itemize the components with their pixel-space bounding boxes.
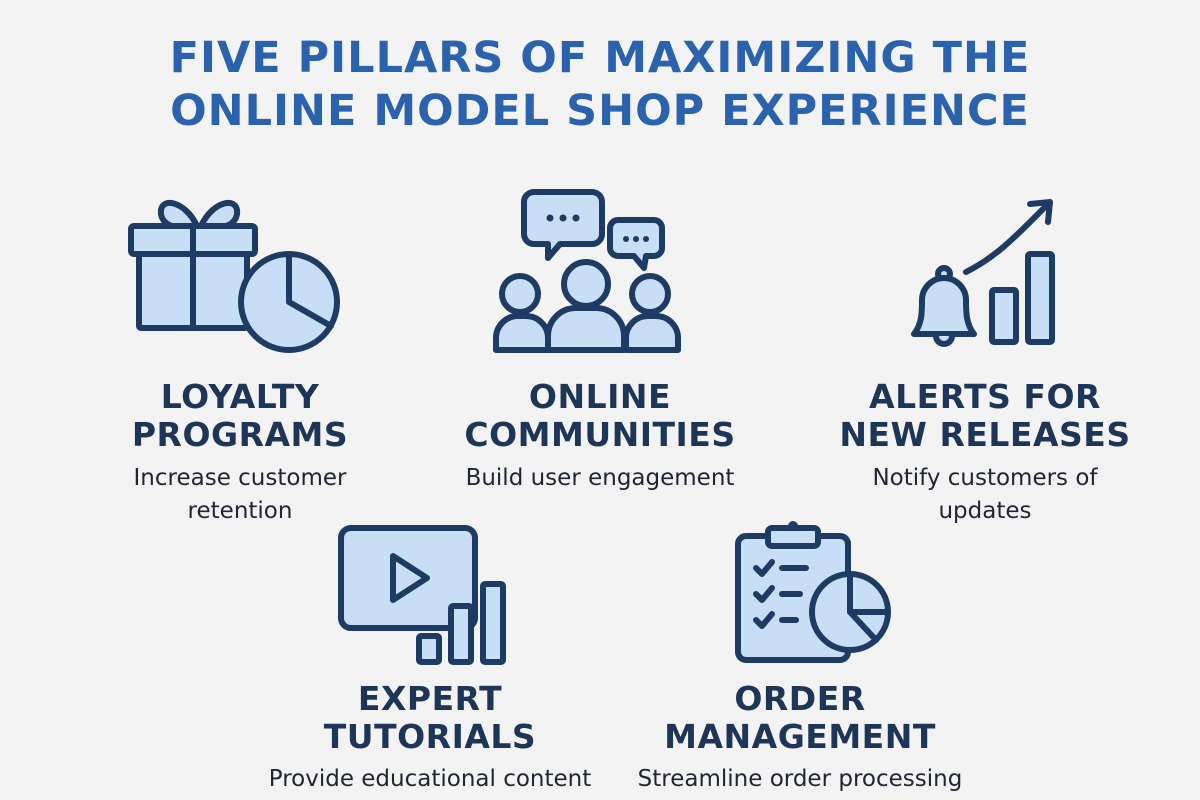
- pillar-heading: EXPERT TUTORIALS: [250, 680, 610, 756]
- title-line-1: FIVE PILLARS OF MAXIMIZING THE: [169, 33, 1031, 83]
- bell-growth-chart-icon: [911, 199, 1055, 347]
- heading-line-1: ONLINE: [528, 377, 672, 416]
- pillar-description: Notify customers of updates: [815, 462, 1155, 528]
- pillar-description: Provide educational content: [250, 763, 610, 796]
- pillar-online-communities: ONLINE COMMUNITIES Build user engagement: [430, 180, 770, 540]
- pillar-heading: ALERTS FOR NEW RELEASES: [815, 378, 1155, 454]
- heading-line-1: EXPERT: [357, 679, 503, 718]
- heading-line-1: ALERTS FOR: [869, 377, 1101, 416]
- desc-line-1: Notify customers of: [872, 465, 1098, 491]
- clipboard-checklist-pie-icon: [735, 521, 891, 663]
- page-title: FIVE PILLARS OF MAXIMIZING THE ONLINE MO…: [0, 32, 1200, 138]
- community-chat-icon: [493, 189, 681, 353]
- gift-pie-chart-icon: [128, 200, 340, 353]
- heading-line-2: MANAGEMENT: [664, 717, 936, 756]
- heading-line-2: PROGRAMS: [131, 415, 349, 454]
- pillar-expert-tutorials: EXPERT TUTORIALS Provide educational con…: [250, 520, 610, 800]
- desc-line-2: retention: [187, 498, 293, 524]
- pillar-heading: LOYALTY PROGRAMS: [70, 378, 410, 454]
- desc-line-1: Increase customer: [133, 465, 347, 491]
- desc-line-1: Build user engagement: [465, 465, 735, 491]
- heading-line-1: LOYALTY: [160, 377, 320, 416]
- desc-line-1: Provide educational content: [268, 766, 592, 792]
- pillar-loyalty-programs: LOYALTY PROGRAMS Increase customer reten…: [70, 180, 410, 540]
- video-play-bars-icon: [338, 525, 506, 665]
- pillar-heading: ONLINE COMMUNITIES: [430, 378, 770, 454]
- desc-line-2: updates: [938, 498, 1032, 524]
- desc-line-1: Streamline order processing: [637, 766, 963, 792]
- pillar-alerts-new-releases: ALERTS FOR NEW RELEASES Notify customers…: [815, 180, 1155, 540]
- pillar-order-management: ORDER MANAGEMENT Streamline order proces…: [620, 520, 980, 800]
- pillar-description: Increase customer retention: [70, 462, 410, 528]
- pillar-description: Streamline order processing: [620, 763, 980, 796]
- pillar-description: Build user engagement: [430, 462, 770, 495]
- heading-line-2: TUTORIALS: [323, 717, 537, 756]
- pillar-heading: ORDER MANAGEMENT: [620, 680, 980, 756]
- heading-line-2: COMMUNITIES: [464, 415, 736, 454]
- heading-line-2: NEW RELEASES: [839, 415, 1131, 454]
- title-line-2: ONLINE MODEL SHOP EXPERIENCE: [170, 86, 1030, 136]
- heading-line-1: ORDER: [734, 679, 866, 718]
